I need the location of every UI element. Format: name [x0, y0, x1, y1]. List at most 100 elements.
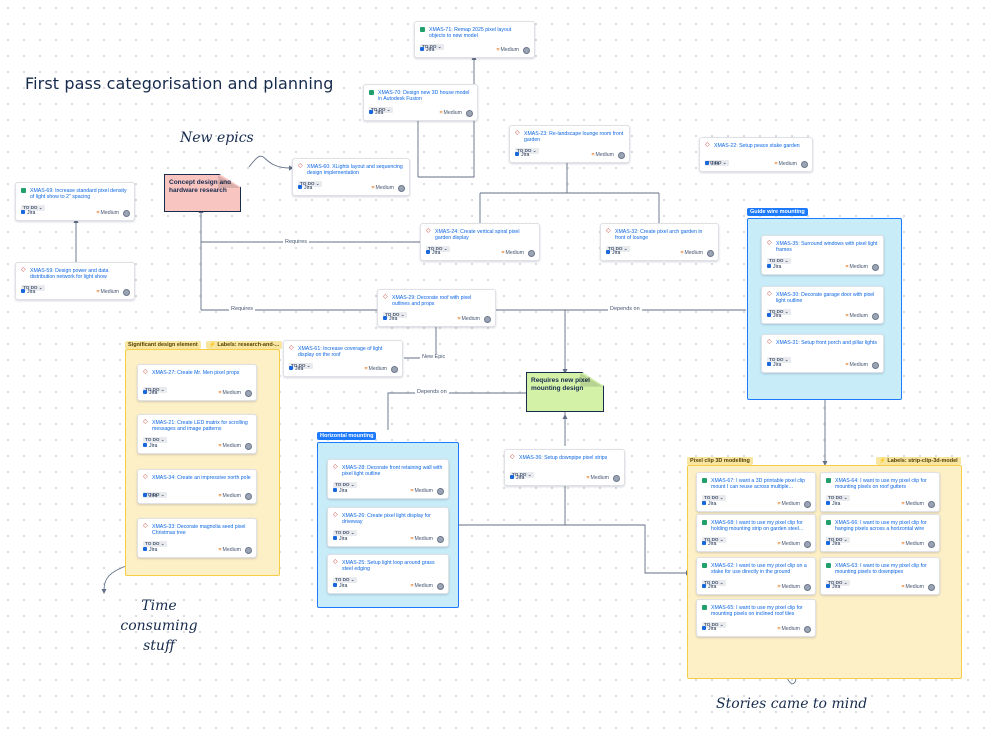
- section-tag-pixel-clip[interactable]: ⚡ Labels: strip-clip-3d-model: [876, 457, 961, 465]
- issue-card-x66[interactable]: XMAS-66: I want to use my pixel clip for…: [820, 514, 940, 552]
- assignee-avatar[interactable]: [466, 110, 473, 117]
- status-dropdown[interactable]: TO DO ⌄: [333, 577, 357, 583]
- assignee-avatar[interactable]: [928, 584, 935, 591]
- issue-card-x65[interactable]: XMAS-65: I want to use my pixel clip for…: [696, 599, 816, 637]
- issue-card-x21[interactable]: ◇XMAS-21: Create LED matrix for scrollin…: [137, 414, 257, 454]
- issue-card-x59[interactable]: ◇XMAS-59: Design power and data distribu…: [15, 262, 135, 300]
- issue-card-x31[interactable]: ◇XMAS-31: Setup front porch and pillar l…: [761, 334, 884, 373]
- status-dropdown[interactable]: TO DO ⌄: [143, 437, 167, 443]
- assignee-avatar[interactable]: [801, 161, 808, 168]
- issue-title-link[interactable]: XMAS-67: I want a 3D printable pixel cli…: [711, 478, 805, 491]
- issue-card-x26[interactable]: ◇XMAS-26: Create pixel light display for…: [327, 507, 449, 547]
- assignee-avatar[interactable]: [804, 626, 811, 633]
- assignee-avatar[interactable]: [804, 541, 811, 548]
- issue-card-x25[interactable]: ◇XMAS-25: Setup light loop around grass …: [327, 554, 449, 594]
- issue-title-link[interactable]: XMAS-64: I want to use my pixel clip for…: [835, 478, 927, 491]
- assignee-avatar[interactable]: [123, 210, 130, 217]
- issue-title-link[interactable]: XMAS-32: Create pixel arch garden in fro…: [615, 229, 703, 242]
- assignee-avatar[interactable]: [872, 313, 879, 320]
- assignee-avatar[interactable]: [928, 501, 935, 508]
- assignee-avatar[interactable]: [804, 584, 811, 591]
- issue-title-link[interactable]: XMAS-34: Create an impressive north pole: [152, 475, 251, 481]
- issue-title-link[interactable]: XMAS-33: Decorate magnolia seed pixel Ch…: [152, 524, 246, 537]
- assignee-avatar[interactable]: [613, 475, 620, 482]
- assignee-avatar[interactable]: [872, 362, 879, 369]
- section-label-pixel-clip[interactable]: Pixel clip 3D modelling: [687, 457, 753, 465]
- issue-card-x34[interactable]: ◇XMAS-34: Create an impressive north pol…: [137, 469, 257, 504]
- assignee-avatar[interactable]: [398, 185, 405, 192]
- issue-card-x71[interactable]: XMAS-71: Remap 2025 pixel layout objects…: [414, 21, 535, 58]
- section-label-significant[interactable]: Significant design element: [125, 341, 201, 349]
- issue-card-x70[interactable]: XMAS-70: Design new 3D house model in Au…: [363, 84, 478, 121]
- issue-title-link[interactable]: XMAS-69: Increase standard pixel density…: [30, 188, 127, 201]
- issue-title-link[interactable]: XMAS-29: Decorate roof with pixel outlin…: [392, 295, 472, 308]
- issue-title-link[interactable]: XMAS-31: Setup front porch and pillar li…: [776, 340, 877, 346]
- assignee-avatar[interactable]: [245, 547, 252, 554]
- assignee-avatar[interactable]: [928, 541, 935, 548]
- issue-card-x61[interactable]: ◇XMAS-61: Increase coverage of light dis…: [283, 340, 403, 377]
- issue-card-x69[interactable]: XMAS-69: Increase standard pixel density…: [15, 182, 135, 221]
- issue-title-link[interactable]: XMAS-27: Create Mr. Men pixel props: [152, 370, 240, 376]
- issue-card-x35[interactable]: ◇XMAS-35: Surround windows with pixel li…: [761, 235, 884, 275]
- issue-title-link[interactable]: XMAS-35: Surround windows with pixel lig…: [776, 241, 878, 254]
- issue-card-x28[interactable]: ◇XMAS-28: Decorate front retaining wall …: [327, 459, 449, 499]
- issue-card-x64[interactable]: XMAS-64: I want to use my pixel clip for…: [820, 472, 940, 512]
- issue-title-link[interactable]: XMAS-68: I want to use my pixel clip for…: [711, 520, 804, 533]
- assignee-avatar[interactable]: [618, 152, 625, 159]
- issue-title-link[interactable]: XMAS-26: Create pixel light display for …: [342, 513, 431, 526]
- issue-card-x62[interactable]: XMAS-62: I want to use my pixel clip on …: [696, 557, 816, 595]
- section-label-horizontal[interactable]: Horizontal mounting: [317, 432, 377, 440]
- issue-card-x29[interactable]: ◇XMAS-29: Decorate roof with pixel outli…: [377, 289, 496, 327]
- issue-title-link[interactable]: XMAS-28: Decorate front retaining wall w…: [342, 465, 443, 478]
- issue-card-x30[interactable]: ◇XMAS-30: Decorate garage door with pixe…: [761, 286, 884, 324]
- issue-card-x68[interactable]: XMAS-68: I want to use my pixel clip for…: [696, 514, 816, 552]
- issue-title-link[interactable]: XMAS-30: Decorate garage door with pixel…: [776, 292, 875, 305]
- assignee-avatar[interactable]: [245, 493, 252, 500]
- assignee-avatar[interactable]: [245, 390, 252, 397]
- status-dropdown[interactable]: TO DO ⌄: [702, 495, 726, 501]
- issue-title-link[interactable]: XMAS-59: Design power and data distribut…: [30, 268, 109, 281]
- status-dropdown[interactable]: TO DO ⌄: [333, 530, 357, 536]
- issue-title-link[interactable]: XMAS-25: Setup light loop around grass s…: [342, 560, 435, 573]
- assignee-avatar[interactable]: [123, 289, 130, 296]
- status-dropdown[interactable]: TO DO ⌄: [826, 495, 850, 501]
- issue-title-link[interactable]: XMAS-70: Design new 3D house model in Au…: [378, 90, 470, 103]
- assignee-avatar[interactable]: [391, 366, 398, 373]
- status-dropdown[interactable]: TO DO ⌄: [333, 482, 357, 488]
- status-dropdown[interactable]: TO DO ⌄: [143, 541, 167, 547]
- assignee-avatar[interactable]: [437, 488, 444, 495]
- assignee-avatar[interactable]: [872, 264, 879, 271]
- assignee-avatar[interactable]: [245, 443, 252, 450]
- issue-card-x23[interactable]: ◇XMAS-23: Re-landscape lounge room front…: [509, 125, 630, 163]
- issue-title-link[interactable]: XMAS-36: Setup downpipe pixel strips: [519, 455, 608, 461]
- issue-title-link[interactable]: XMAS-23: Re-landscape lounge room front …: [524, 131, 624, 144]
- assignee-avatar[interactable]: [437, 583, 444, 590]
- issue-card-x24[interactable]: ◇XMAS-24: Create vertical spiral pixel g…: [420, 223, 540, 261]
- issue-title-link[interactable]: XMAS-24: Create vertical spiral pixel ga…: [435, 229, 520, 242]
- issue-title-link[interactable]: XMAS-65: I want to use my pixel clip for…: [711, 605, 803, 618]
- issue-title-link[interactable]: XMAS-71: Remap 2025 pixel layout objects…: [429, 27, 512, 40]
- status-dropdown[interactable]: TO DO ⌄: [767, 357, 791, 363]
- status-dropdown[interactable]: TO DO ⌄: [767, 258, 791, 264]
- issue-title-link[interactable]: XMAS-62: I want to use my pixel clip on …: [711, 563, 807, 576]
- issue-card-x63[interactable]: XMAS-63: I want to use my pixel clip for…: [820, 557, 940, 595]
- issue-card-x33[interactable]: ◇XMAS-33: Decorate magnolia seed pixel C…: [137, 518, 257, 558]
- assignee-avatar[interactable]: [523, 47, 530, 54]
- issue-card-x67[interactable]: XMAS-67: I want a 3D printable pixel cli…: [696, 472, 816, 512]
- issue-title-link[interactable]: XMAS-60: XLights layout and sequencing d…: [307, 164, 403, 177]
- issue-title-link[interactable]: XMAS-61: Increase coverage of light disp…: [298, 346, 383, 359]
- assignee-avatar[interactable]: [528, 250, 535, 257]
- issue-title-link[interactable]: XMAS-21: Create LED matrix for scrolling…: [152, 420, 248, 433]
- assignee-avatar[interactable]: [707, 250, 714, 257]
- issue-title-link[interactable]: XMAS-63: I want to use my pixel clip for…: [835, 563, 927, 576]
- assignee-avatar[interactable]: [484, 316, 491, 323]
- issue-card-x60[interactable]: ◇XMAS-60: XLights layout and sequencing …: [292, 158, 410, 196]
- section-label-guide-wire[interactable]: Guide wire mounting: [747, 208, 808, 216]
- issue-card-x32[interactable]: ◇XMAS-32: Create pixel arch garden in fr…: [600, 223, 719, 261]
- issue-title-link[interactable]: XMAS-22: Setup peace stake garden: [714, 143, 800, 149]
- assignee-avatar[interactable]: [804, 501, 811, 508]
- section-tag-significant[interactable]: ⚡ Labels: research-and-...: [206, 341, 283, 349]
- status-dropdown[interactable]: TO DO ⌄: [21, 205, 45, 211]
- issue-title-link[interactable]: XMAS-66: I want to use my pixel clip for…: [835, 520, 927, 533]
